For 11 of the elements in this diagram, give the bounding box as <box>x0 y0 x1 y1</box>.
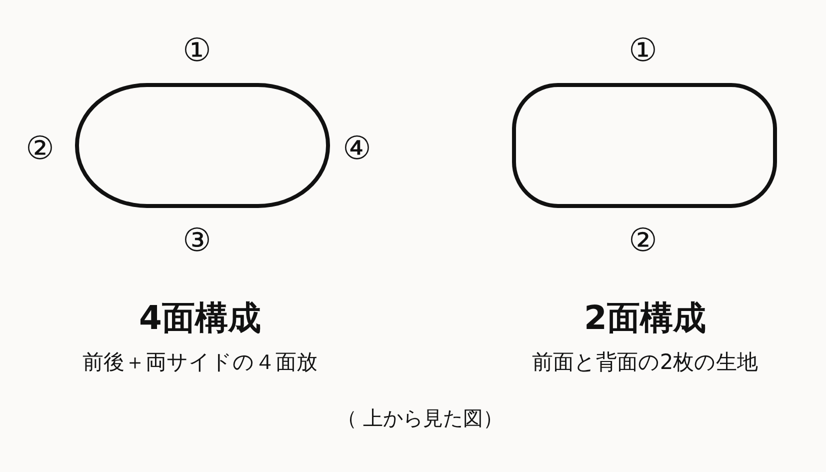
circled-number: ① <box>182 33 212 67</box>
heading: 2面構成 <box>584 299 706 337</box>
caption: （ 上から見た図） <box>336 405 504 431</box>
heading: 4面構成 <box>139 299 261 337</box>
circled-number: ④ <box>342 131 372 165</box>
description: 前後＋両サイドの４面放 <box>82 349 318 375</box>
circled-number: ② <box>26 131 54 165</box>
description: 前面と背面の2枚の生地 <box>532 349 758 375</box>
circled-number: ② <box>628 223 658 257</box>
circled-number: ③ <box>182 223 212 257</box>
circled-number: ① <box>628 33 658 67</box>
